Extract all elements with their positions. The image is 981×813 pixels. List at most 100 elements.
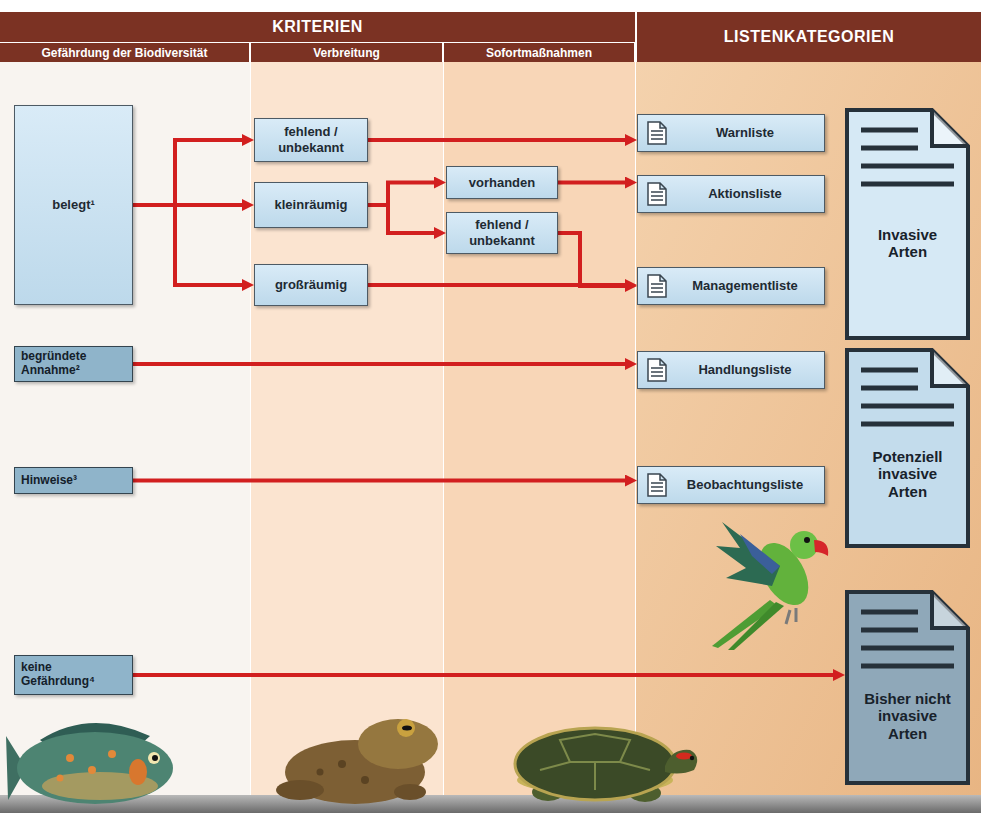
fish-eye bbox=[148, 752, 160, 764]
list-box: Managementliste bbox=[637, 267, 825, 305]
node-label: KRITERIEN bbox=[272, 18, 363, 36]
fish-gill bbox=[129, 759, 147, 785]
document-outline bbox=[847, 592, 968, 783]
parrot-wing bbox=[740, 534, 780, 574]
text-block: Sofortmaßnahmen bbox=[486, 46, 592, 60]
turtle-illustration bbox=[515, 728, 697, 802]
text-block: LISTENKATEGORIEN bbox=[724, 28, 894, 46]
page-outline bbox=[648, 183, 666, 205]
page-outline bbox=[648, 275, 666, 297]
node-label: kleinräumig bbox=[275, 197, 348, 213]
node-label: belegt¹ bbox=[52, 197, 95, 213]
page-lines bbox=[651, 368, 663, 376]
parrot-tail bbox=[728, 602, 784, 650]
page-icon bbox=[646, 181, 668, 207]
flow-arrow bbox=[133, 673, 835, 677]
node-label: Handlungsliste bbox=[698, 362, 791, 378]
toad-head bbox=[358, 719, 438, 769]
document-shape bbox=[845, 108, 970, 340]
page-outline bbox=[648, 359, 666, 381]
toad-wart bbox=[361, 776, 369, 784]
node-label: Warnliste bbox=[716, 125, 774, 141]
flow-arrow bbox=[558, 181, 627, 185]
criterion-box: begründete Annahme² bbox=[14, 346, 133, 382]
node-label: Managementliste bbox=[692, 278, 797, 294]
page-lines bbox=[651, 131, 663, 139]
node-label: Sofortmaßnahmen bbox=[486, 46, 592, 60]
column-ground bbox=[0, 62, 250, 795]
turtle-shell bbox=[515, 728, 675, 800]
text-block: Handlungsliste bbox=[698, 362, 791, 378]
list-box: Warnliste bbox=[637, 114, 825, 152]
node-label: Potenziell invasive Arten bbox=[858, 448, 958, 500]
toad-wart bbox=[317, 769, 324, 776]
node-label: keine Gefährdung⁴ bbox=[21, 661, 126, 689]
node-label: fehlend / unbekannt bbox=[261, 124, 361, 155]
header-band: KRITERIEN bbox=[0, 12, 635, 42]
flow-arrow bbox=[368, 205, 436, 233]
flow-arrow bbox=[368, 138, 627, 142]
flow-arrow bbox=[133, 205, 244, 285]
node-label: Invasive Arten bbox=[858, 226, 958, 261]
list-document: Potenziell invasive Arten bbox=[845, 348, 970, 548]
node-label: Verbreitung bbox=[313, 46, 380, 60]
list-document: Invasive Arten bbox=[845, 108, 970, 340]
criterion-box: fehlend / unbekannt bbox=[446, 212, 558, 254]
node-label: vorhanden bbox=[469, 175, 535, 191]
document-fold bbox=[932, 350, 968, 386]
parrot-illustration bbox=[712, 522, 828, 650]
text-block: Potenziell invasive Arten bbox=[858, 448, 958, 500]
text-block: Gefährdung der Biodiversität bbox=[41, 46, 207, 60]
text-block: kleinräumig bbox=[275, 197, 348, 213]
page-icon bbox=[646, 120, 668, 146]
criterion-box: Hinweise³ bbox=[14, 467, 133, 494]
bottom-band bbox=[0, 795, 981, 813]
text-block: Beobachtungsliste bbox=[687, 477, 803, 493]
text-block: keine Gefährdung⁴ bbox=[21, 661, 126, 689]
turtle-eye bbox=[690, 756, 694, 760]
fish-body bbox=[17, 732, 173, 804]
page-outline bbox=[648, 474, 666, 496]
fish-spot bbox=[108, 750, 116, 758]
column-header: Gefährdung der Biodiversität bbox=[0, 43, 249, 62]
criterion-box: fehlend / unbekannt bbox=[254, 118, 368, 162]
fish-illustration bbox=[6, 723, 173, 804]
text-block: begründete Annahme² bbox=[21, 350, 126, 378]
header-band: LISTENKATEGORIEN bbox=[637, 12, 981, 62]
turtle-plates bbox=[560, 734, 630, 762]
text-block: belegt¹ bbox=[52, 197, 95, 213]
node-label: Bisher nicht invasive Arten bbox=[858, 690, 958, 742]
fish-spot bbox=[66, 754, 74, 762]
page-lines bbox=[651, 483, 663, 491]
list-box: Aktionsliste bbox=[637, 175, 825, 213]
flow-arrow bbox=[133, 479, 627, 483]
criterion-box: keine Gefährdung⁴ bbox=[14, 655, 133, 695]
turtle-ear-stripe bbox=[676, 753, 692, 760]
document-outline bbox=[847, 110, 968, 338]
node-label: großräumig bbox=[275, 277, 347, 293]
page-icon bbox=[646, 273, 668, 299]
parrot-tail bbox=[712, 600, 778, 648]
column-header: Verbreitung bbox=[251, 43, 442, 62]
flow-arrow bbox=[133, 140, 244, 205]
text-block: großräumig bbox=[275, 277, 347, 293]
page-icon bbox=[646, 357, 668, 383]
node-label: Beobachtungsliste bbox=[687, 477, 803, 493]
toad-wart bbox=[338, 760, 346, 768]
fish-spot bbox=[88, 766, 96, 774]
text-block: Aktionsliste bbox=[708, 186, 782, 202]
turtle-head bbox=[665, 750, 697, 774]
text-block: Bisher nicht invasive Arten bbox=[858, 690, 958, 742]
column-ground bbox=[251, 62, 443, 795]
list-box: Beobachtungsliste bbox=[637, 466, 825, 504]
toad-leg bbox=[394, 784, 426, 800]
criterion-box: vorhanden bbox=[446, 166, 558, 199]
parrot-eye bbox=[804, 537, 810, 543]
document-shape bbox=[845, 590, 970, 785]
node-label: LISTENKATEGORIEN bbox=[724, 28, 894, 46]
text-block: fehlend / unbekannt bbox=[261, 124, 361, 155]
document-outline bbox=[847, 350, 968, 546]
toad-leg bbox=[276, 780, 324, 800]
